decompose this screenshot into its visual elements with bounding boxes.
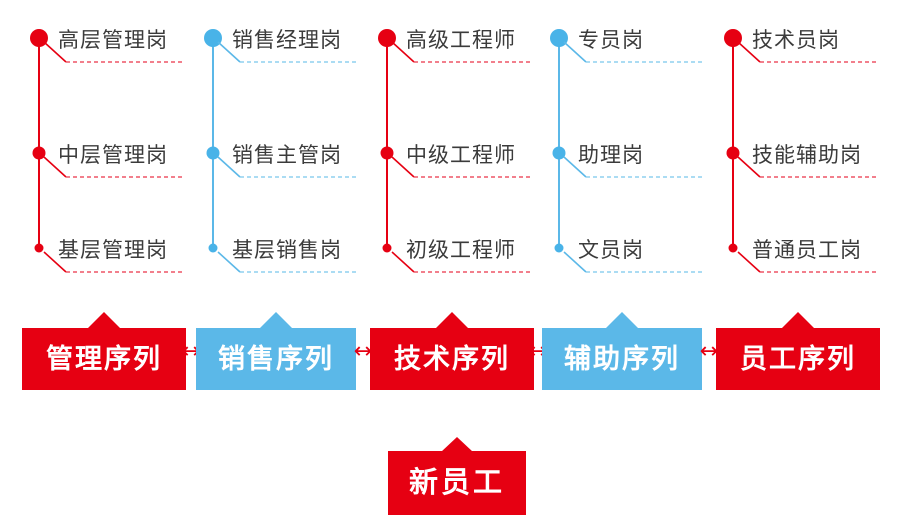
level-label: 专员岗	[578, 29, 644, 52]
level-leader-line	[563, 251, 702, 273]
level-label: 高层管理岗	[58, 29, 168, 52]
banner-tab-icon	[781, 312, 815, 329]
new-employee-tab-icon	[441, 437, 473, 452]
sequence-banner-support: 辅助序列	[542, 312, 702, 394]
sequence-link-arrow-icon: ↔	[699, 339, 719, 364]
banner-box[interactable]: 管理序列	[22, 328, 186, 390]
level-marker-dot-icon	[206, 146, 220, 160]
career-level-node[interactable]: 技能辅助岗	[704, 122, 884, 182]
level-marker-dot-icon	[550, 29, 568, 47]
level-label: 销售主管岗	[232, 144, 342, 167]
level-leader-line	[217, 251, 356, 273]
banner-label: 销售序列	[218, 343, 334, 374]
level-leader-line	[737, 251, 876, 273]
level-marker-dot-icon	[552, 146, 566, 160]
sequence-banner-management: 管理序列	[22, 312, 186, 394]
sequence-banner-sales: 销售序列	[196, 312, 356, 394]
career-column-support: 专员岗助理岗文员岗	[530, 0, 710, 300]
level-marker-dot-icon	[724, 29, 742, 47]
column-spine-line	[732, 38, 734, 246]
career-level-node[interactable]: 专员岗	[530, 18, 710, 78]
banner-box[interactable]: 销售序列	[196, 328, 356, 390]
banner-tab-icon	[87, 312, 121, 329]
level-leader-line	[737, 41, 876, 63]
column-spine-line	[212, 38, 214, 246]
level-label: 中层管理岗	[58, 144, 168, 167]
sequence-banner-technical: 技术序列	[370, 312, 534, 394]
level-label: 助理岗	[578, 144, 644, 167]
level-marker-dot-icon	[204, 29, 222, 47]
sequence-banner-staff: 员工序列	[716, 312, 880, 394]
level-marker-dot-icon	[32, 146, 46, 160]
level-leader-line	[563, 156, 702, 178]
level-label: 基层销售岗	[232, 239, 342, 262]
level-leader-line	[217, 156, 356, 178]
level-leader-line	[737, 156, 876, 178]
banner-label: 技术序列	[394, 343, 510, 374]
level-label: 中级工程师	[406, 144, 516, 167]
banner-tab-icon	[259, 312, 293, 329]
career-column-staff: 技术员岗技能辅助岗普通员工岗	[704, 0, 884, 300]
level-label: 技能辅助岗	[752, 144, 862, 167]
banner-label: 员工序列	[740, 343, 856, 374]
level-leader-line	[391, 156, 530, 178]
sequence-banner-row: 管理序列↔销售序列↔技术序列↔辅助序列↔员工序列	[0, 312, 900, 394]
level-marker-dot-icon	[728, 243, 738, 253]
column-spine-line	[386, 38, 388, 246]
column-spine-line	[38, 38, 40, 246]
sequence-link-arrow-icon: ↔	[353, 339, 373, 364]
level-label: 高级工程师	[406, 29, 516, 52]
level-marker-dot-icon	[726, 146, 740, 160]
level-leader-line	[43, 156, 182, 178]
career-level-node[interactable]: 中级工程师	[358, 122, 538, 182]
level-marker-dot-icon	[34, 243, 44, 253]
level-label: 技术员岗	[752, 29, 840, 52]
career-column-technical: 高级工程师中级工程师初级工程师	[358, 0, 538, 300]
level-leader-line	[43, 251, 182, 273]
level-marker-dot-icon	[208, 243, 218, 253]
level-label: 销售经理岗	[232, 29, 342, 52]
career-level-node[interactable]: 普通员工岗	[704, 218, 884, 278]
sequence-link-arrow-icon: ↔	[181, 339, 201, 364]
level-marker-dot-icon	[554, 243, 564, 253]
career-ladder-columns: 高层管理岗中层管理岗基层管理岗销售经理岗销售主管岗基层销售岗高级工程师中级工程师…	[10, 0, 884, 300]
level-label: 文员岗	[578, 239, 644, 262]
level-leader-line	[391, 251, 530, 273]
banner-box[interactable]: 员工序列	[716, 328, 880, 390]
level-marker-dot-icon	[30, 29, 48, 47]
level-label: 普通员工岗	[752, 239, 862, 262]
level-leader-line	[391, 41, 530, 63]
career-level-node[interactable]: 销售经理岗	[184, 18, 364, 78]
banner-label: 辅助序列	[564, 343, 680, 374]
career-level-node[interactable]: 技术员岗	[704, 18, 884, 78]
career-level-node[interactable]: 高层管理岗	[10, 18, 190, 78]
career-column-management: 高层管理岗中层管理岗基层管理岗	[10, 0, 190, 300]
level-label: 基层管理岗	[58, 239, 168, 262]
level-label: 初级工程师	[406, 239, 516, 262]
level-marker-dot-icon	[378, 29, 396, 47]
level-leader-line	[563, 41, 702, 63]
banner-tab-icon	[435, 312, 469, 329]
level-leader-line	[43, 41, 182, 63]
career-level-node[interactable]: 初级工程师	[358, 218, 538, 278]
career-level-node[interactable]: 中层管理岗	[10, 122, 190, 182]
new-employee-box[interactable]: 新员工	[388, 451, 526, 515]
career-level-node[interactable]: 基层销售岗	[184, 218, 364, 278]
career-level-node[interactable]: 高级工程师	[358, 18, 538, 78]
banner-box[interactable]: 技术序列	[370, 328, 534, 390]
level-marker-dot-icon	[382, 243, 392, 253]
level-leader-line	[217, 41, 356, 63]
career-level-node[interactable]: 销售主管岗	[184, 122, 364, 182]
career-level-node[interactable]: 助理岗	[530, 122, 710, 182]
banner-tab-icon	[605, 312, 639, 329]
career-level-node[interactable]: 文员岗	[530, 218, 710, 278]
new-employee-label: 新员工	[408, 466, 505, 499]
level-marker-dot-icon	[380, 146, 394, 160]
career-level-node[interactable]: 基层管理岗	[10, 218, 190, 278]
career-column-sales: 销售经理岗销售主管岗基层销售岗	[184, 0, 364, 300]
banner-box[interactable]: 辅助序列	[542, 328, 702, 390]
new-employee-entry: 新员工	[388, 437, 526, 515]
column-spine-line	[558, 38, 560, 246]
banner-label: 管理序列	[46, 343, 162, 374]
